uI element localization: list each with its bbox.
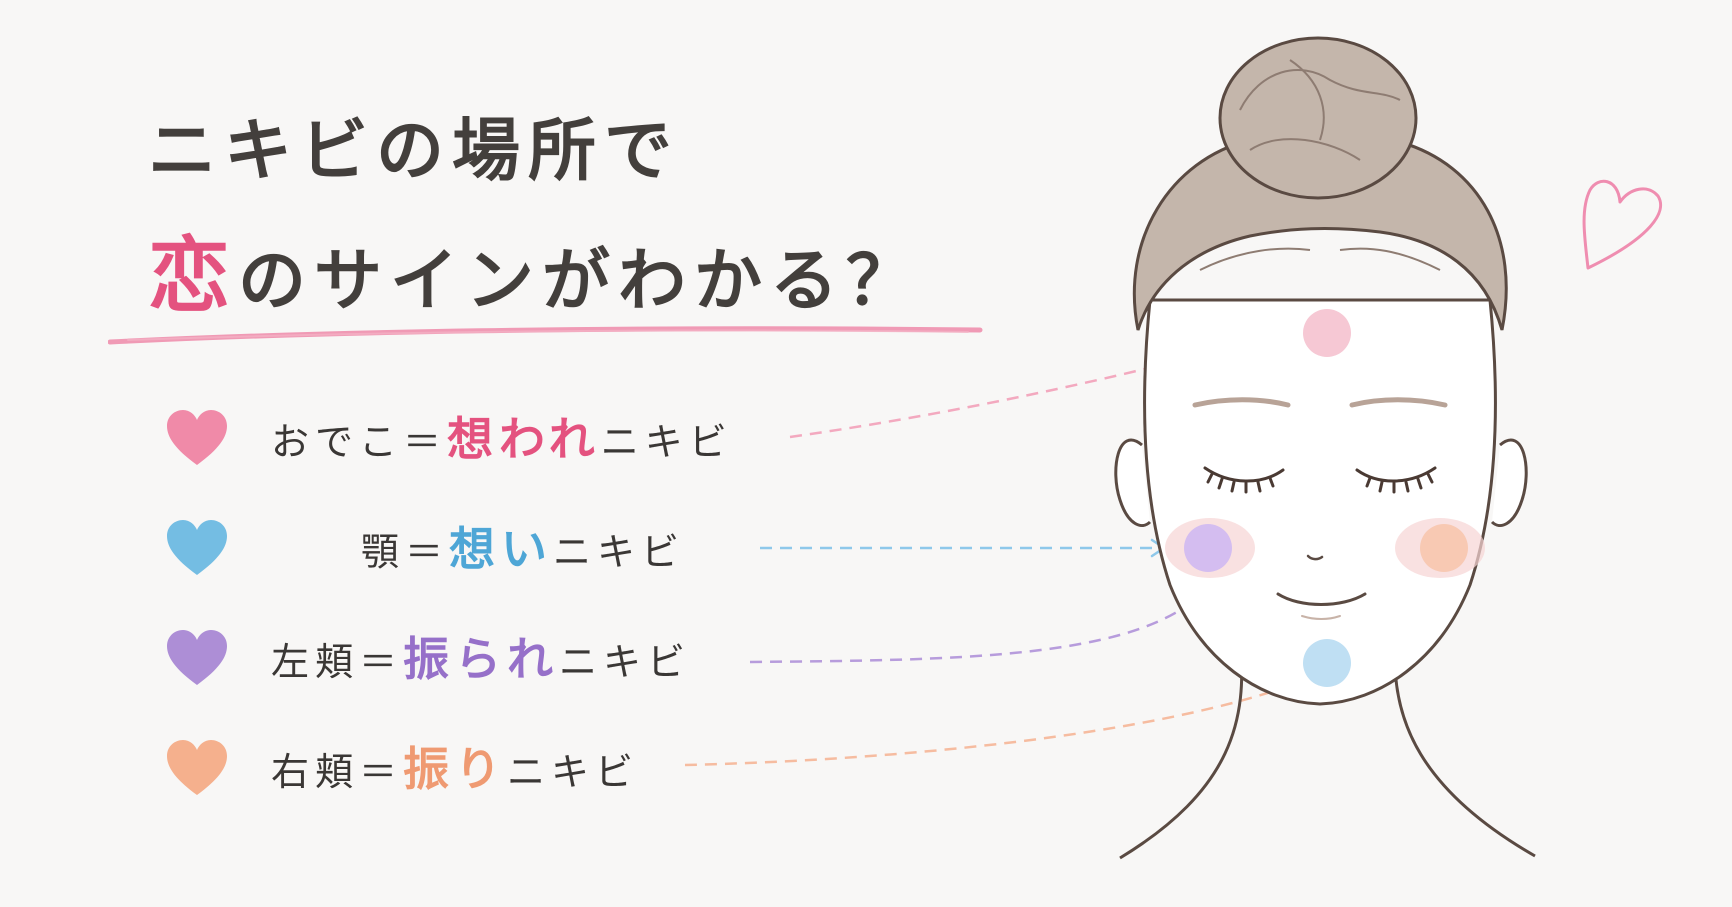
legend-row-left-cheek: 左頬＝振られニキビ — [165, 624, 785, 694]
place-label: おでこ — [271, 420, 404, 464]
equals-sign: ＝ — [359, 640, 404, 684]
title-accent-love: 恋 — [148, 229, 239, 324]
forehead-spot — [1303, 309, 1351, 357]
legend-text: 顎＝想いニキビ — [361, 522, 685, 579]
suffix-label: ニキビ — [559, 640, 692, 684]
place-label: 右頬 — [271, 750, 360, 794]
left-cheek-arrow — [749, 584, 1212, 664]
legend-text: おでこ＝想われニキビ — [271, 412, 733, 469]
legend-text: 右頬＝振りニキビ — [271, 742, 639, 799]
place-label: 左頬 — [271, 640, 360, 684]
title-line-2: 恋のサインがわかる？ — [148, 236, 922, 318]
pink-heart-icon — [167, 410, 227, 465]
suffix-label: ニキビ — [553, 530, 686, 574]
suffix-label: ニキビ — [600, 420, 733, 464]
equals-sign: ＝ — [403, 420, 448, 464]
right-cheek-spot — [1420, 524, 1468, 572]
peach-heart-icon — [167, 740, 227, 795]
title-line-1: ニキビの場所で — [148, 112, 681, 191]
blue-heart-icon — [167, 520, 227, 575]
highlight-label: 想い — [449, 522, 554, 576]
chin-spot — [1303, 639, 1351, 687]
highlight-label: 振り — [403, 742, 508, 796]
title-underline-brush — [108, 326, 983, 345]
left-cheek-spot — [1184, 524, 1232, 572]
legend-row-right-cheek: 右頬＝振りニキビ — [165, 734, 785, 804]
legend-text: 左頬＝振られニキビ — [271, 632, 691, 689]
suffix-label: ニキビ — [507, 750, 640, 794]
hair-bun — [1218, 36, 1418, 200]
title-line-2-rest: のサインがわかる？ — [238, 242, 923, 321]
highlight-label: 振られ — [403, 632, 560, 686]
place-label: 顎 — [361, 530, 406, 574]
closed-eyes — [1203, 466, 1437, 494]
highlight-label: 想われ — [447, 412, 601, 466]
legend-row-chin: 顎＝想いニキビ — [165, 514, 785, 584]
heart-outline-icon — [1582, 179, 1663, 270]
equals-sign: ＝ — [359, 750, 404, 794]
purple-heart-icon — [167, 630, 227, 685]
legend-row-forehead: おでこ＝想われニキビ — [165, 404, 785, 474]
chin-arrow — [760, 538, 1167, 558]
equals-sign: ＝ — [405, 530, 450, 574]
